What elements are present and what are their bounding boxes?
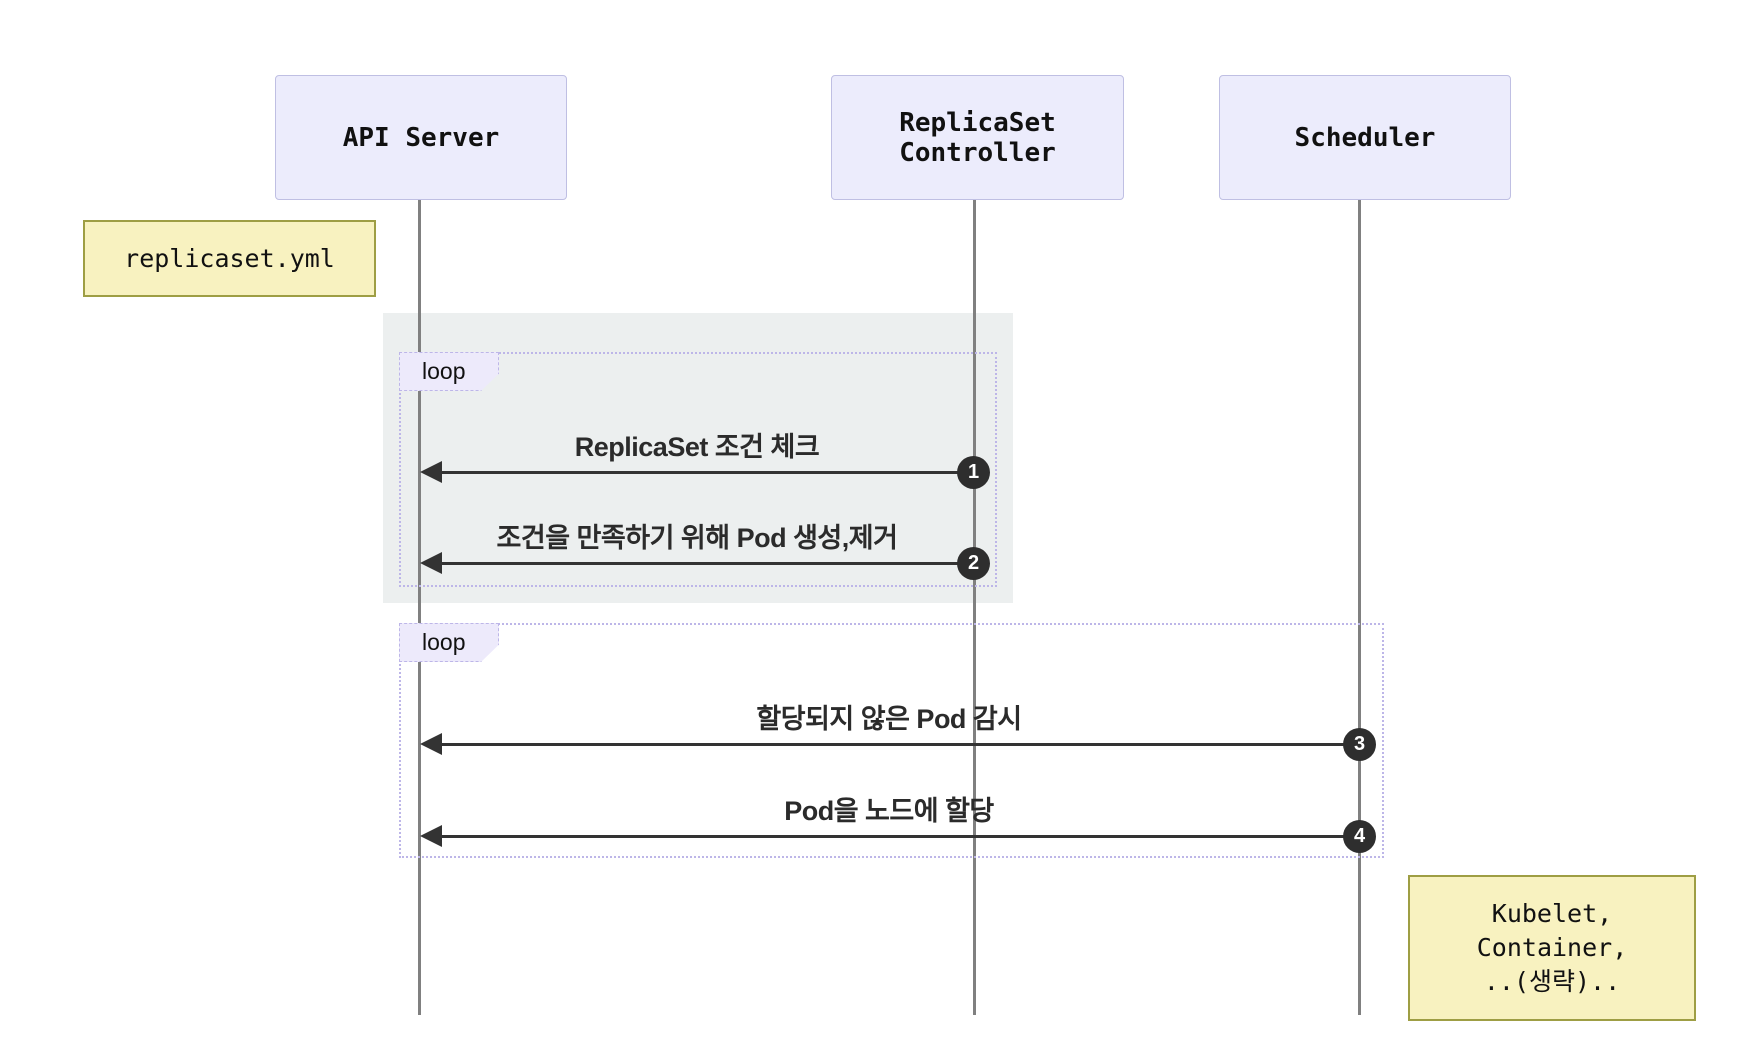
note-text: replicaset.yml (124, 243, 335, 273)
actor-label: Controller (899, 137, 1056, 168)
lifeline-api-server (418, 198, 421, 1015)
message-1-label: ReplicaSet 조건 체크 (574, 432, 820, 462)
loop-frame-2 (399, 623, 1384, 858)
step-badge-4: 4 (1343, 820, 1376, 853)
message-3-arrow (438, 743, 1358, 746)
step-number: 1 (967, 461, 980, 483)
note-replicaset-yml: replicaset.yml (83, 220, 376, 297)
lifeline-scheduler (1358, 198, 1361, 1015)
loop-label-text: loop (422, 629, 466, 655)
step-badge-2: 2 (957, 547, 990, 580)
message-4-arrowhead-icon (420, 825, 442, 847)
message-2-arrowhead-icon (420, 552, 442, 574)
actor-label: ReplicaSet (899, 107, 1056, 138)
message-1-arrow (438, 471, 973, 474)
loop-label-1: loop (399, 352, 499, 391)
actor-scheduler: Scheduler (1219, 75, 1511, 200)
message-3-label: 할당되지 않은 Pod 감시 (756, 704, 1022, 734)
step-badge-1: 1 (957, 456, 990, 489)
lifeline-replicaset-controller (973, 198, 976, 1015)
message-2-label: 조건을 만족하기 위해 Pod 생성,제거 (496, 523, 898, 553)
message-2-arrow (438, 562, 973, 565)
step-badge-3: 3 (1343, 728, 1376, 761)
note-kubelet-container: Kubelet, Container, ..(생략).. (1408, 875, 1696, 1021)
actor-replicaset-controller: ReplicaSet Controller (831, 75, 1124, 200)
note-text: Container, (1476, 933, 1628, 962)
message-3-arrowhead-icon (420, 733, 442, 755)
message-4-label: Pod을 노드에 할당 (784, 796, 994, 826)
note-text: Kubelet, (1491, 899, 1613, 928)
message-4-arrow (438, 835, 1358, 838)
step-number: 3 (1353, 733, 1366, 755)
note-text: ..(생략).. (1483, 967, 1621, 996)
step-number: 4 (1353, 825, 1366, 847)
message-1-arrowhead-icon (420, 461, 442, 483)
loop-frame-1 (399, 352, 997, 587)
step-number: 2 (967, 552, 980, 574)
actor-label: API Server (342, 122, 500, 153)
loop-label-2: loop (399, 623, 499, 662)
loop-label-text: loop (422, 358, 466, 384)
actor-label: Scheduler (1294, 122, 1436, 153)
actor-api-server: API Server (275, 75, 567, 200)
